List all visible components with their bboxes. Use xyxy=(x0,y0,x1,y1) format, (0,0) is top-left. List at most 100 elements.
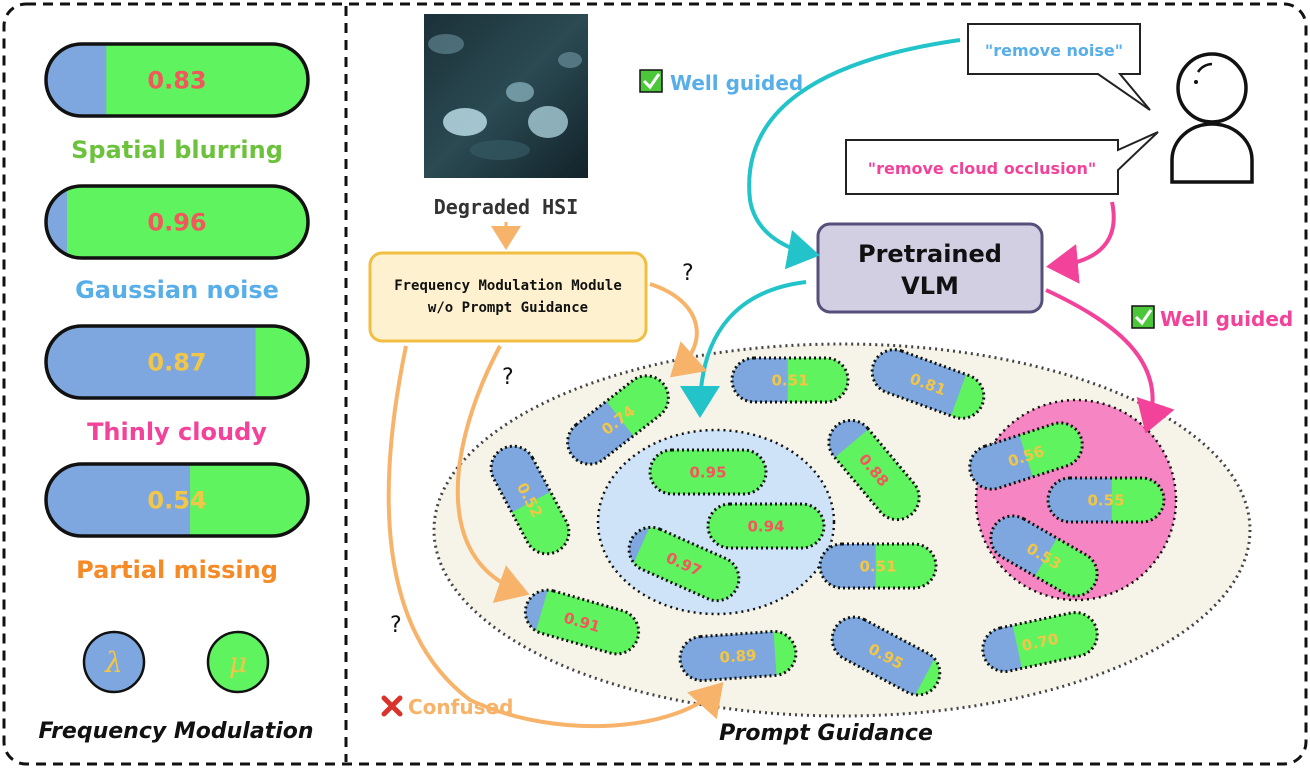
prompt-pill-8-value: 0.51 xyxy=(859,557,896,575)
prompt-pill-8-lambda-segment xyxy=(820,544,876,588)
prompt-pill-14-lambda-segment xyxy=(824,609,936,697)
lambda-symbol: λ xyxy=(104,646,123,679)
prompt-pill-2: 0.74 xyxy=(558,366,678,474)
bubble-remove-cloud xyxy=(845,131,1159,195)
bar-pill-1-value: 0.96 xyxy=(147,209,206,237)
bubble-remove-noise xyxy=(967,23,1151,111)
bar-thinly-cloudy: 0.87 xyxy=(44,324,310,400)
prompt-pill-10-value: 0.55 xyxy=(1087,491,1124,509)
prompt-pill-4-outline xyxy=(827,418,921,522)
vlm-line1: Pretrained xyxy=(858,240,1002,268)
prompt-pill-10-lambda-segment xyxy=(1048,478,1112,522)
bar-pill-3-outline xyxy=(44,462,310,538)
prompt-pill-0-value: 0.51 xyxy=(771,371,808,389)
arrow-vlm-to-blue xyxy=(680,280,807,418)
label-partial-missing: Partial missing xyxy=(76,556,278,584)
prompt-pill-6-mu-segment xyxy=(708,504,824,548)
bar-pill-3-value: 0.54 xyxy=(147,487,206,515)
arrow-cloud-to-vlm xyxy=(1046,201,1116,284)
prompt-pill-0: 0.51 xyxy=(730,356,850,404)
label-thinly-cloudy: Thinly cloudy xyxy=(87,418,267,446)
bar-pill-2-outline xyxy=(44,324,310,400)
prompt-pill-13-outline xyxy=(678,629,798,683)
prompt-pill-12-outline xyxy=(523,588,641,656)
mu-legend-circle xyxy=(206,630,270,694)
arrow-module-mid xyxy=(455,345,530,603)
prompt-pill-9-lambda-segment xyxy=(964,435,1033,495)
prompt-pill-2-outline xyxy=(566,374,670,466)
prompt-pill-6-outline xyxy=(706,502,826,550)
prompt-pill-13: 0.89 xyxy=(678,629,798,683)
degraded-hsi-image xyxy=(424,14,588,178)
prompt-pill-11: 0.53 xyxy=(982,507,1106,605)
prompt-pill-6-value: 0.94 xyxy=(747,517,784,535)
prompt-pill-12: 0.91 xyxy=(520,584,644,660)
arrow-vlm-to-pink xyxy=(1045,288,1175,434)
prompt-pill-1-outline xyxy=(870,348,986,420)
prompt-pill-7: 0.97 xyxy=(622,520,746,608)
prompt-pill-3-outline xyxy=(489,444,571,556)
bar-pill-1: 0.96 xyxy=(44,184,310,260)
bar-gaussian-noise: 0.96 xyxy=(44,184,310,260)
left-panel-title: Frequency Modulation xyxy=(38,719,313,744)
bar-pill-0-value: 0.83 xyxy=(147,67,206,95)
prompt-pill-1-lambda-segment xyxy=(865,343,967,416)
arrow-module-left xyxy=(386,345,724,729)
prompt-pill-5-mu-segment xyxy=(650,450,766,494)
left-panel: 0.83 Spatial blurring 0.96 Gaussian nois… xyxy=(38,42,314,744)
well-guided-top: Well guided xyxy=(670,71,803,95)
arrow-module-right xyxy=(649,282,708,378)
bar-pill-3: 0.54 xyxy=(44,462,310,538)
prompt-pill-9: 0.56 xyxy=(964,417,1088,495)
prompt-pill-9-outline xyxy=(968,421,1084,491)
question-mark-2: ? xyxy=(502,365,514,390)
prompt-pill-14: 0.95 xyxy=(824,609,948,703)
prompt-pill-3: 0.52 xyxy=(483,438,577,562)
right-panel-title: Prompt Guidance xyxy=(719,721,933,746)
bar-spatial-blurring: 0.83 xyxy=(44,42,310,118)
well-guided-right: Well guided xyxy=(1160,307,1293,331)
prompt-pill-13-lambda-segment xyxy=(678,631,777,682)
prompt-pill-12-lambda-segment xyxy=(520,584,548,632)
label-spatial-blurring: Spatial blurring xyxy=(71,136,283,164)
bar-pill-1-outline xyxy=(44,184,310,260)
prompt-remove-cloud: "remove cloud occlusion" xyxy=(868,159,1097,178)
cross-icon xyxy=(381,695,403,717)
prompt-pill-7-outline xyxy=(627,525,741,603)
prompt-pill-11-outline xyxy=(989,514,1099,598)
prompt-remove-noise: "remove noise" xyxy=(985,41,1123,60)
question-mark-3: ? xyxy=(390,613,402,638)
confused-label: Confused xyxy=(408,695,513,719)
bar-pill-2-lambda-segment xyxy=(46,326,256,398)
prompt-pill-15: 0.70 xyxy=(978,608,1102,676)
prompt-pill-7-mu-segment xyxy=(622,520,746,608)
prompt-pill-4-lambda-segment xyxy=(819,411,869,458)
prompt-pill-4: 0.88 xyxy=(819,411,929,529)
bar-pill-0-outline xyxy=(44,42,310,118)
prompt-pill-6: 0.94 xyxy=(706,502,826,550)
vlm-line2: VLM xyxy=(901,272,959,300)
prompt-pill-10: 0.55 xyxy=(1046,476,1166,524)
bar-pill-2: 0.87 xyxy=(44,324,310,400)
prompt-pill-10-outline xyxy=(1046,476,1166,524)
mu-symbol: μ xyxy=(229,646,247,679)
prompt-pill-5: 0.95 xyxy=(648,448,768,496)
right-panel: Degraded HSI Frequency Modulation Module… xyxy=(368,14,1293,746)
bar-pill-2-value: 0.87 xyxy=(147,349,206,377)
prompt-pill-5-value: 0.95 xyxy=(689,463,726,481)
prompt-pill-13-value: 0.89 xyxy=(719,646,757,667)
prompt-pill-0-lambda-segment xyxy=(732,358,788,402)
prompt-pill-8: 0.51 xyxy=(818,542,938,590)
prompt-pill-11-lambda-segment xyxy=(982,507,1058,577)
lambda-legend-circle xyxy=(82,630,146,694)
prompt-pill-3-lambda-segment xyxy=(483,438,551,513)
bar-pill-3-lambda-segment xyxy=(46,464,191,536)
prompt-pill-1: 0.81 xyxy=(865,343,991,425)
pill-layer: 0.51 0.81 0.740.52 0.88 0.95 0.940.97 0.51 0.56… xyxy=(483,343,1166,703)
bar-pill-0: 0.83 xyxy=(44,42,310,118)
prompt-pill-15-outline xyxy=(981,611,1099,673)
arrow-noise-to-vlm xyxy=(747,38,961,270)
user-icon xyxy=(1170,52,1254,184)
